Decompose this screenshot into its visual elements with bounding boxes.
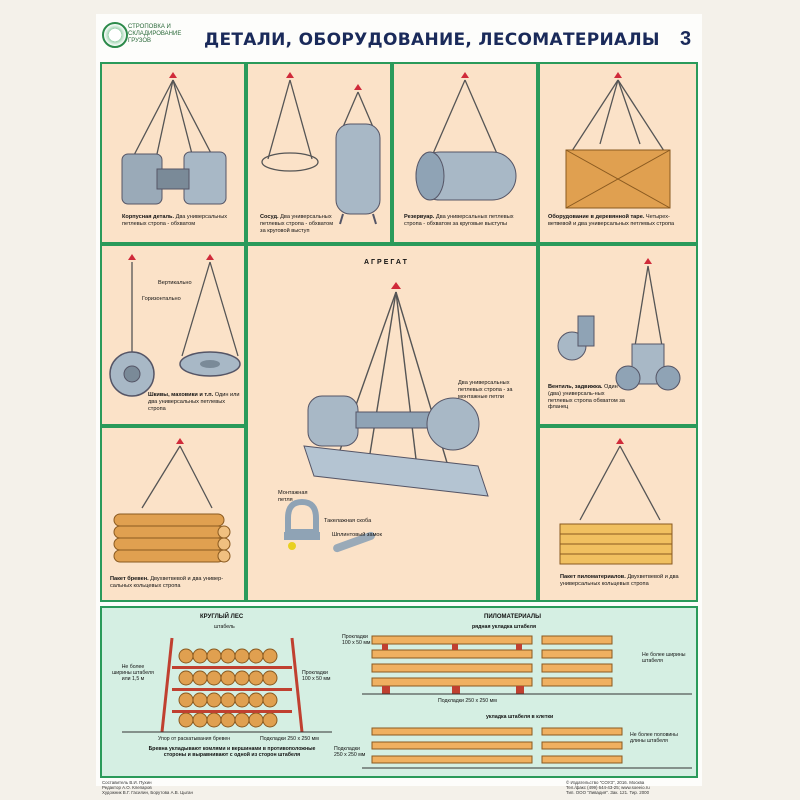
label-mounting-loop: Монтажная петля <box>278 490 308 503</box>
logo-icon <box>102 22 128 48</box>
label-pin-lock: Шплинтовый замок <box>332 532 382 538</box>
poster-number: 3 <box>680 28 692 50</box>
header: СТРОПОВКА И СКЛАДИРОВАНИЕ ГРУЗОВ ДЕТАЛИ,… <box>96 14 702 60</box>
caption-tank: Резервуар. Два универсальных петлевых ст… <box>404 214 514 227</box>
crate-illustration <box>565 72 671 209</box>
round-timber-subtitle: штабель <box>214 624 235 630</box>
aggregate-illustration <box>284 282 489 553</box>
lumber-pack-illustration <box>559 438 673 565</box>
storage-section: КРУГЛЫЙ ЛЕС штабель Не более ширины штаб… <box>100 606 698 778</box>
round-timber-title: КРУГЛЫЙ ЛЕС <box>200 614 244 620</box>
label-horizontal: Горизонтально <box>142 296 181 302</box>
storage-illustration <box>122 635 692 769</box>
caption-housing: Корпусная деталь. Два универсальных петл… <box>122 214 228 227</box>
caption-valve: Вентиль, задвижка. Один (два) универсаль… <box>548 384 625 411</box>
logo-text: СТРОПОВКА И СКЛАДИРОВАНИЕ ГРУЗОВ <box>128 24 182 44</box>
label-vertical: Вертикально <box>158 280 192 286</box>
round-instruction: Бревна укладывают комлями и вершинами в … <box>148 746 316 759</box>
illustration-grid: Корпусная деталь. Два универсальных петл… <box>100 62 698 602</box>
logs-illustration <box>113 438 231 563</box>
round-base-note: Подкладки 250 х 250 мм <box>260 736 319 742</box>
tank-illustration <box>415 72 517 201</box>
page-title: ДЕТАЛИ, ОБОРУДОВАНИЕ, ЛЕСОМАТЕРИАЛЫ <box>204 30 660 50</box>
cell-housing: Корпусная деталь. Два универсальных петл… <box>102 64 244 242</box>
round-width-note: Не более ширины штабеля или 1,5 м <box>112 664 154 683</box>
pulleys-illustration <box>109 254 241 397</box>
lumber-width-note: Не более ширины штабеля <box>642 652 686 665</box>
cell-tank: Резервуар. Два универсальных петлевых ст… <box>394 64 536 242</box>
label-slings: Два универсальных петлевых стропа - за м… <box>458 380 513 400</box>
caption-lumber-pack: Пакет пиломатериалов. Двухветвевой и два… <box>560 574 679 587</box>
housing-illustration <box>121 72 227 205</box>
lumber-row-subtitle: рядная укладка штабеля <box>472 624 537 630</box>
caption-vessel: Сосуд. Два универсальных петлевых стропа… <box>260 214 334 234</box>
vessel-illustration <box>261 72 381 225</box>
lumber-title: ПИЛОМАТЕРИАЛЫ <box>484 614 542 620</box>
aggregate-title: АГРЕГАТ <box>364 259 409 266</box>
label-shackle: Такелажная скоба <box>324 518 372 524</box>
cell-aggregate: АГРЕГАТ Два универсальных петлевых строп… <box>248 246 536 600</box>
cell-valve: Вентиль, задвижка. Один (два) универсаль… <box>540 246 696 424</box>
lumber-base-note: Подкладки 250 х 250 мм <box>438 698 497 704</box>
cell-vessel: Сосуд. Два универсальных петлевых стропа… <box>248 64 390 242</box>
caption-crate: Оборудование в деревянной таре. Четырех-… <box>548 214 675 227</box>
round-stop-note: Упор от раскатывания бревен <box>158 736 231 742</box>
cell-lumber-pack: Пакет пиломатериалов. Двухветвевой и два… <box>540 428 696 600</box>
poster: СТРОПОВКА И СКЛАДИРОВАНИЕ ГРУЗОВ ДЕТАЛИ,… <box>96 14 702 795</box>
credits-left: Составитель В.И. Пухин Редактор А.О. Кле… <box>102 780 193 796</box>
cell-crate: Оборудование в деревянной таре. Четырех-… <box>540 64 696 242</box>
lumber-pads-note: Прокладки 100 х 50 мм <box>342 634 371 647</box>
cell-logs: Пакет бревен. Двухветвевой и два универ-… <box>102 428 244 600</box>
lumber-base2-note: Подкладки 250 х 250 мм <box>334 746 366 759</box>
valve-illustration <box>557 258 681 391</box>
caption-pulleys: Шкивы, маховики и т.п. Один или два унив… <box>148 392 240 412</box>
lumber-half-note: Не более половины длины штабеля <box>630 732 678 745</box>
round-pads-note: Прокладки 100 х 50 мм <box>302 670 331 683</box>
lumber-cage-subtitle: укладка штабеля в клетки <box>486 714 554 720</box>
caption-logs: Пакет бревен. Двухветвевой и два универ-… <box>110 576 224 589</box>
cell-pulleys: Вертикально Горизонтально Шкивы, маховик… <box>102 246 244 424</box>
credits-right: © Издательство "СОУЗ", 2016. Москва Тел.… <box>566 780 650 796</box>
